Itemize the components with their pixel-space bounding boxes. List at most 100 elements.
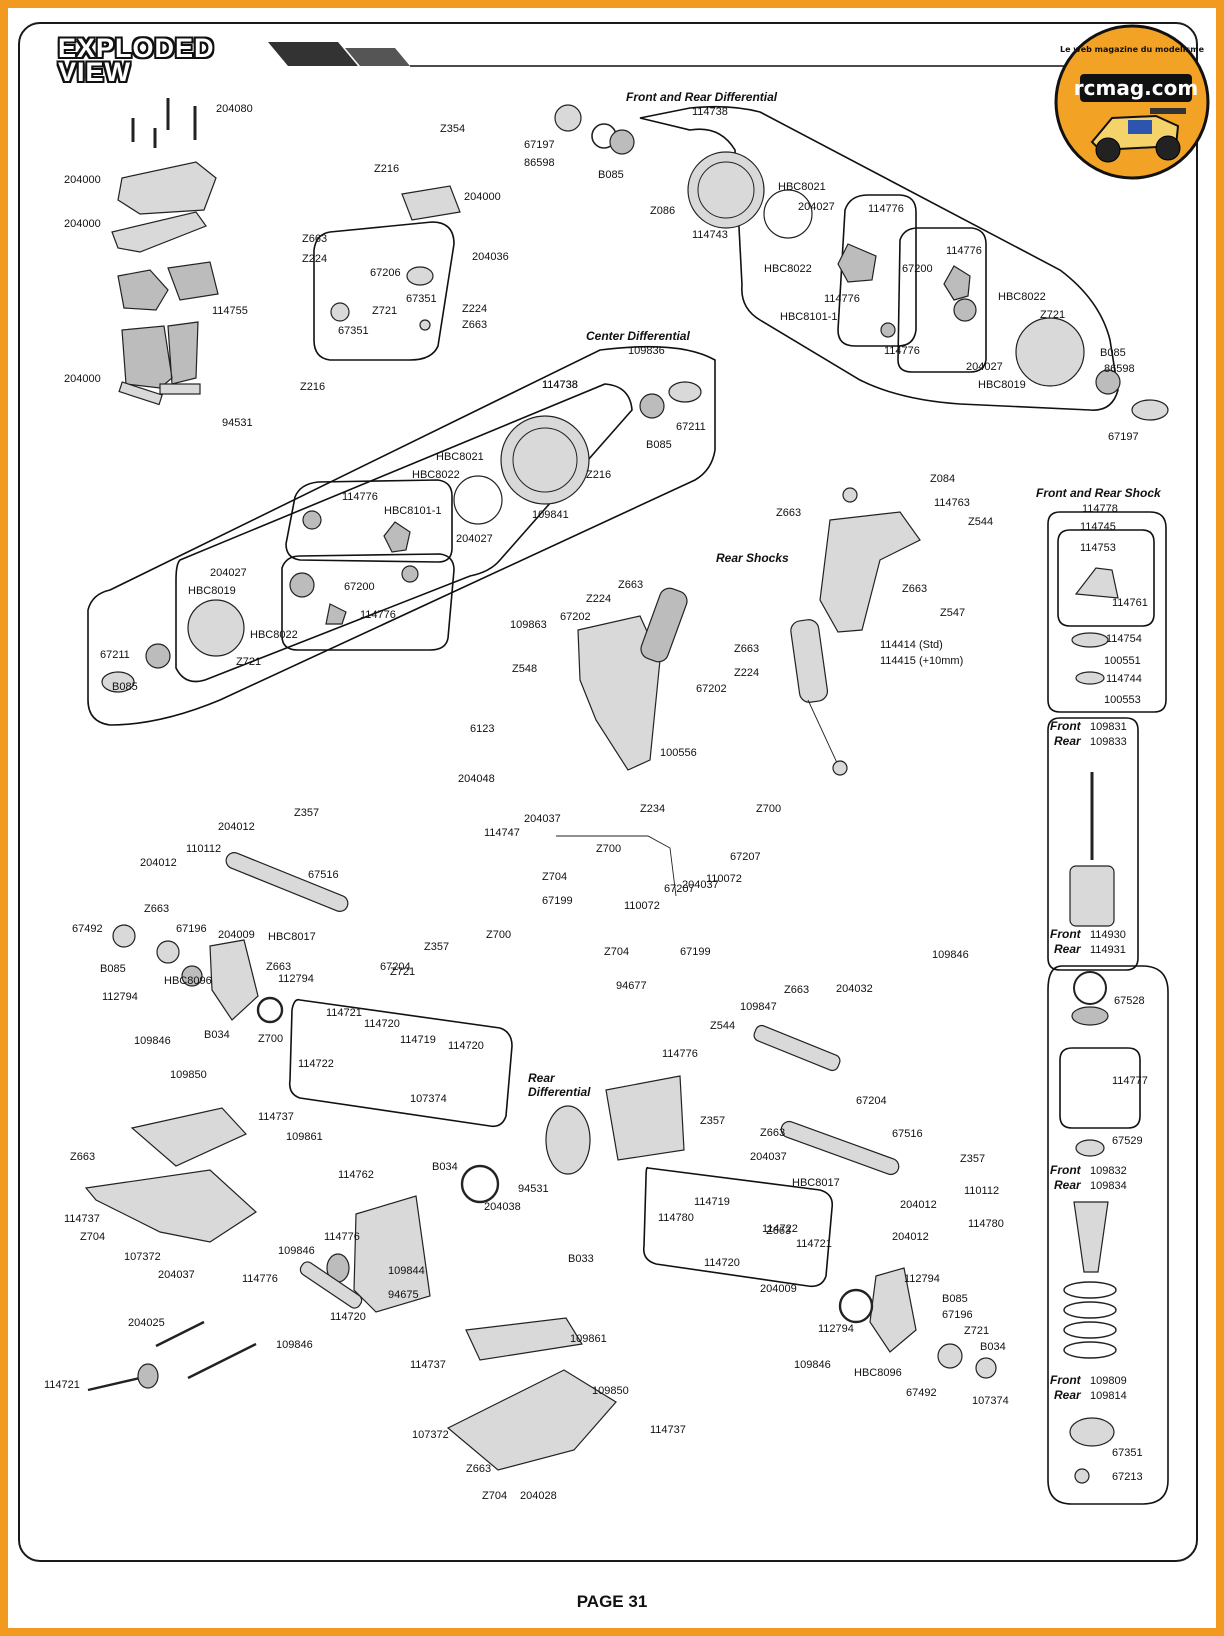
part-callout: 204009 [218, 929, 255, 941]
outline-shock-shims [1059, 1047, 1141, 1129]
part-callout: 114743 [692, 229, 728, 241]
shock-rod-end [1074, 1468, 1090, 1484]
outline-upper-link-group [313, 221, 455, 361]
part-callout: 100551 [1104, 655, 1141, 667]
part-callout: 204012 [140, 857, 177, 869]
part-callout: 67200 [902, 263, 933, 275]
logo-tagline: Le web magazine du modelisme [1060, 45, 1205, 54]
part-callout: 109846 [932, 949, 969, 961]
outline-front-driveshaft [642, 1166, 834, 1288]
part-callout: 114737 [650, 1424, 686, 1436]
shock-spring [1063, 1281, 1117, 1359]
center-diff-spur-gear [500, 415, 590, 505]
part-callout: HBC8022 [764, 263, 812, 275]
part-callout: B034 [980, 1341, 1006, 1353]
outline-spider-lower [281, 553, 455, 651]
part-callout: 114721 [326, 1007, 362, 1019]
group-number-front-rear-diff: 114738 [692, 106, 728, 118]
center-diff-spider-5 [401, 565, 419, 583]
center-diff-spider-3 [289, 572, 315, 598]
part-callout: 109850 [592, 1385, 629, 1397]
part-callout: B034 [432, 1161, 458, 1173]
part-callout: Z663 [734, 643, 759, 655]
part-callout: 112794 [278, 973, 314, 985]
part-callout: 109846 [134, 1035, 171, 1047]
part-callout: 114720 [704, 1257, 740, 1269]
part-callout: Z216 [300, 381, 325, 393]
body-front-label: Front [1050, 927, 1082, 941]
rcmag-logo: rcmag.com Le web magazine du modelisme [1054, 24, 1210, 180]
upper-link-nut [419, 319, 431, 331]
shock-cap [1074, 567, 1119, 599]
part-callout: Z216 [586, 469, 611, 481]
shock-tower-plate-center [577, 615, 661, 771]
part-callout: B085 [646, 439, 672, 451]
part-callout: Z224 [462, 303, 487, 315]
bulkhead-bottom [121, 321, 199, 389]
cap-rear-number: 109834 [1090, 1180, 1127, 1192]
part-callout: 204027 [456, 533, 493, 545]
part-callout: HBC8101-1 [384, 505, 441, 517]
group-title-front-rear-shock: Front and Rear Shock [1036, 486, 1162, 500]
part-callout: Z548 [512, 663, 537, 675]
part-callout: Z544 [968, 516, 993, 528]
bulkhead-link-plate [118, 381, 163, 406]
part-callout: 114737 [410, 1359, 446, 1371]
part-callout: HBC8021 [436, 451, 484, 463]
part-callout: 109863 [510, 619, 547, 631]
front-diff-outdrive-right [1131, 399, 1169, 421]
part-callout: 114720 [448, 1040, 484, 1052]
part-callout: 204032 [836, 983, 873, 995]
part-callout: 67211 [676, 421, 706, 433]
part-callout: 114415 (+10mm) [880, 655, 963, 667]
part-callout: Z663 [70, 1151, 95, 1163]
part-callout: 109847 [740, 1001, 777, 1013]
hub-hex-left [156, 940, 180, 964]
front-diff-spider-gear-1 [837, 243, 877, 283]
upper-link-mount [401, 185, 461, 221]
shock-tower-ball [842, 487, 858, 503]
part-callout: 204028 [520, 1490, 557, 1502]
part-callout: Z663 [618, 579, 643, 591]
outline-center-diff [87, 345, 716, 726]
part-callout: Z663 [144, 903, 169, 915]
part-callout: 110072 [706, 873, 742, 885]
rear-arm-plate-left [130, 1107, 248, 1167]
rear-diff-spacer [299, 1261, 363, 1309]
body-front-number: 114930 [1090, 929, 1126, 941]
rear-arm-plate-right [465, 1317, 583, 1361]
part-callout: B085 [942, 1293, 968, 1305]
part-callout: 109846 [794, 1359, 831, 1371]
part-callout: Z357 [294, 807, 319, 819]
hub-hex-right [937, 1343, 963, 1369]
shock-oring [1073, 971, 1107, 1005]
part-callout: 100556 [660, 747, 697, 759]
part-callout: 114719 [694, 1196, 730, 1208]
part-callout: HBC8017 [268, 931, 316, 943]
center-diff-gasket [453, 475, 503, 525]
shock-cone-cap [1073, 1201, 1109, 1273]
part-callout: 94675 [388, 1289, 419, 1301]
front-diff-spider-gear-2 [943, 265, 971, 301]
part-callout: 67207 [664, 883, 695, 895]
part-callout: 94531 [518, 1183, 549, 1195]
part-callout: B033 [568, 1253, 594, 1265]
shaft-front-number: 109831 [1090, 721, 1127, 733]
part-callout: 109846 [278, 1245, 315, 1257]
front-diff-ring-inner [697, 161, 755, 219]
part-callout: 114722 [762, 1223, 798, 1235]
center-diff-spider-2 [302, 510, 322, 530]
shaft-rear-label: Rear [1054, 734, 1082, 748]
part-callout: B085 [1100, 347, 1126, 359]
part-callout: Z224 [586, 593, 611, 605]
part-callout: 6123 [470, 723, 494, 735]
part-callout: Z663 [902, 583, 927, 595]
group-outlines [87, 105, 1169, 1505]
part-callout: Z224 [302, 253, 327, 265]
steering-link [225, 852, 349, 912]
part-callout: 204027 [798, 201, 835, 213]
group-title-rear-shocks: Rear Shocks [716, 551, 789, 565]
hub-bearing-b034-right [838, 1288, 874, 1324]
spring-rear-label: Rear [1054, 1388, 1082, 1402]
